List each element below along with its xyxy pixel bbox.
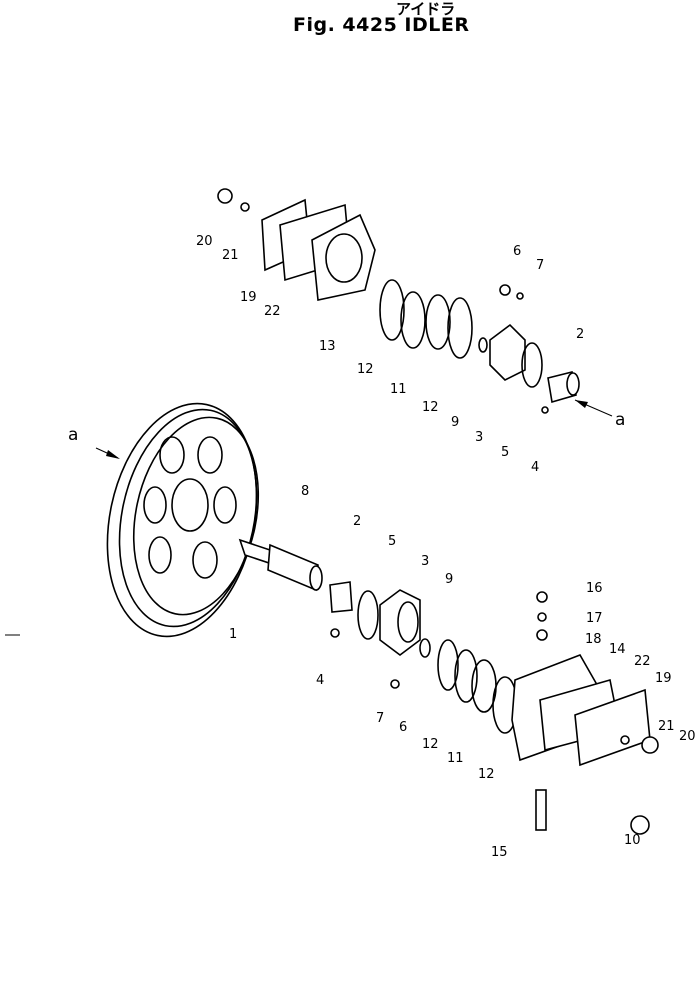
callout-12: 12 [357, 362, 374, 377]
callout-21: 21 [658, 719, 675, 734]
shaft [238, 538, 323, 592]
callout-6: 6 [399, 720, 407, 735]
callout-12: 12 [478, 767, 495, 782]
idler-wheel [106, 402, 260, 638]
callout-11: 11 [447, 751, 464, 766]
callout-5: 5 [388, 534, 396, 549]
callout-7: 7 [536, 258, 544, 273]
title-japanese: アイドラ [396, 0, 456, 18]
callout-11: 11 [390, 382, 407, 397]
callout-12: 12 [422, 400, 439, 415]
callout-1: 1 [229, 627, 237, 642]
callout-13: 13 [319, 339, 336, 354]
callout-19: 19 [240, 290, 257, 305]
callout-19: 19 [655, 671, 672, 686]
callout-18: 18 [585, 632, 602, 647]
callout-9: 9 [451, 415, 459, 430]
callout-9: 9 [445, 572, 453, 587]
callout-2: 2 [353, 514, 361, 529]
callout-4: 4 [316, 673, 324, 688]
callout-12: 12 [422, 737, 439, 752]
callout-16: 16 [586, 581, 603, 596]
callout-22: 22 [634, 654, 651, 669]
callout-7: 7 [376, 711, 384, 726]
leader-lines [5, 399, 613, 636]
callout-6: 6 [513, 244, 521, 259]
callout-20: 20 [679, 729, 696, 744]
callout-17: 17 [586, 611, 603, 626]
callout-20: 20 [196, 234, 213, 249]
callout-8: 8 [301, 484, 309, 499]
callout-14: 14 [609, 642, 626, 657]
callout-2: 2 [576, 327, 584, 342]
callout-a: a [68, 425, 78, 445]
callout-4: 4 [531, 460, 539, 475]
callout-15: 15 [491, 845, 508, 860]
callout-10: 10 [624, 833, 641, 848]
upper-assembly [217, 188, 580, 414]
callout-21: 21 [222, 248, 239, 263]
callout-labels: 20 21 19 22 13 12 11 12 9 3 5 4 6 7 2 a … [68, 234, 696, 860]
lower-assembly [329, 581, 659, 835]
figure-title: Fig. 4425 IDLER [293, 14, 470, 36]
callout-22: 22 [264, 304, 281, 319]
callout-3: 3 [475, 430, 483, 445]
callout-5: 5 [501, 445, 509, 460]
callout-a: a [615, 410, 625, 430]
callout-3: 3 [421, 554, 429, 569]
